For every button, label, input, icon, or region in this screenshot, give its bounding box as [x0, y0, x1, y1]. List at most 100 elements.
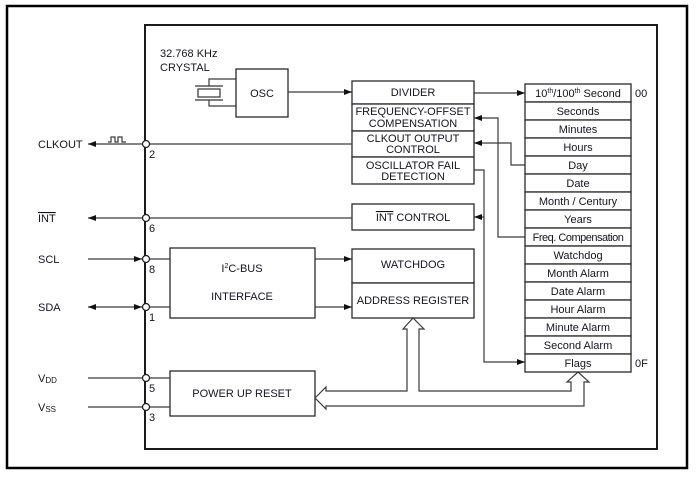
pin-1-circle: [141, 302, 151, 312]
vss-main: V: [38, 402, 46, 414]
square-wave-icon: [108, 136, 126, 143]
watchdog-label: WATCHDOG: [381, 259, 445, 271]
address-register-block: [351, 282, 475, 319]
pin-5-circle: [141, 373, 151, 383]
pin-number-clkout: 2: [149, 149, 155, 161]
vdd-main: V: [38, 373, 46, 385]
address-start: 00: [635, 88, 647, 100]
register-row: Second Alarm: [524, 335, 632, 355]
pin-8-circle: [141, 254, 151, 264]
pin-label-vdd: VDD: [38, 373, 57, 385]
register-label: Flags: [565, 358, 592, 370]
pin-number-vss: 3: [149, 412, 155, 424]
pin-label-int: INT: [38, 213, 56, 225]
register-label: Minutes: [559, 124, 598, 136]
i2c-sup: 2: [224, 263, 228, 270]
register-label-part: th: [547, 88, 553, 95]
int-control-label: INT CONTROL: [376, 212, 450, 224]
pin-3-circle: [141, 402, 151, 412]
pin-label-int-text: INT: [38, 213, 56, 225]
pin-number-vdd: 5: [149, 383, 155, 395]
osc-fail-block: [351, 156, 475, 185]
freq-offset-label-1: FREQUENCY-OFFSET: [355, 106, 470, 118]
day-feedback-wire: [474, 140, 525, 166]
register-label-part: 10: [535, 88, 547, 100]
vdd-sub: DD: [45, 376, 57, 385]
register-row: Years: [524, 209, 632, 229]
register-row: Freq. Compensation: [524, 227, 632, 247]
pin-label-sda: SDA: [38, 302, 61, 314]
pin-2-circle: [141, 139, 151, 149]
crystal-label: CRYSTAL: [160, 62, 210, 74]
i2c-interface-label: INTERFACE: [211, 291, 273, 303]
register-label-part: th: [575, 88, 581, 95]
register-row: Hours: [524, 137, 632, 157]
register-label: Month Alarm: [547, 268, 609, 280]
register-label: Date: [566, 178, 589, 190]
vss-sub: SS: [45, 405, 56, 414]
register-row: Month Alarm: [524, 263, 632, 283]
int-control-rest: CONTROL: [393, 212, 450, 224]
register-row: Date: [524, 173, 632, 193]
pin-number-scl: 8: [149, 264, 155, 276]
int-control-overlined: INT: [376, 212, 394, 224]
chip-outline: [144, 24, 658, 450]
register-row: Day: [524, 155, 632, 175]
pin-label-clkout: CLKOUT: [38, 139, 83, 151]
register-label: Month / Century: [539, 196, 618, 208]
i2c-interface-block: [169, 247, 316, 319]
address-register-label: ADDRESS REGISTER: [357, 295, 470, 307]
clkout-control-label-2: CONTROL: [386, 144, 440, 156]
freq-offset-label-2: COMPENSATION: [369, 118, 457, 130]
register-row: Date Alarm: [524, 281, 632, 301]
register-label-part: Second: [580, 88, 620, 100]
register-label: Years: [564, 214, 592, 226]
register-label: Hour Alarm: [550, 304, 605, 316]
register-label: Seconds: [557, 106, 600, 118]
register-label: Day: [568, 160, 588, 172]
register-label: Watchdog: [553, 250, 602, 262]
osc-label: OSC: [250, 88, 274, 100]
register-label-part: /100: [553, 88, 574, 100]
pin-number-sda: 1: [149, 312, 155, 324]
pin-number-int: 6: [149, 223, 155, 235]
register-label: Second Alarm: [544, 340, 612, 352]
freq-comp-feedback-wire: [474, 115, 525, 238]
register-label: 10th/100th Second: [535, 88, 621, 100]
register-row: Hour Alarm: [524, 299, 632, 319]
i2c-suffix: C-BUS: [228, 263, 262, 275]
pin-label-vss: VSS: [38, 402, 56, 414]
crystal-frequency: 32.768 KHz: [160, 48, 217, 60]
power-up-reset-block: [169, 370, 316, 417]
osc-fail-label-2: DETECTION: [381, 171, 445, 183]
power-up-reset-label: POWER UP RESET: [192, 388, 292, 400]
address-end: 0F: [635, 358, 648, 370]
register-row: Flags: [524, 353, 632, 373]
register-row: Minutes: [524, 119, 632, 139]
crystal-icon: [195, 78, 236, 107]
register-table: 10th/100th SecondSecondsMinutesHoursDayD…: [524, 83, 632, 373]
osc-fail-label-1: OSCILLATOR FAIL: [366, 160, 460, 172]
register-row: Minute Alarm: [524, 317, 632, 337]
register-cell: [524, 353, 632, 373]
register-label: Hours: [563, 142, 593, 154]
pin-6-circle: [141, 213, 151, 223]
divider-label: DIVIDER: [391, 87, 436, 99]
osc-block: [235, 68, 289, 118]
pin-label-scl: SCL: [38, 254, 59, 266]
register-row: 10th/100th Second: [524, 83, 632, 103]
i2c-bus-label: I2C-BUS: [221, 263, 262, 275]
register-label: Minute Alarm: [546, 322, 610, 334]
osc-fail-to-flags-wire: [474, 169, 525, 365]
register-label: Freq. Compensation: [533, 232, 624, 244]
register-row: Seconds: [524, 101, 632, 121]
register-label: Date Alarm: [551, 286, 605, 298]
i2c-prefix: I: [221, 263, 224, 275]
internal-bus-arrow: [314, 317, 591, 411]
outer-frame: [5, 4, 689, 470]
register-row: Watchdog: [524, 245, 632, 265]
int-control-block: [351, 203, 475, 231]
clkout-control-label-1: CLKOUT OUTPUT: [367, 133, 460, 145]
register-row: Month / Century: [524, 191, 632, 211]
